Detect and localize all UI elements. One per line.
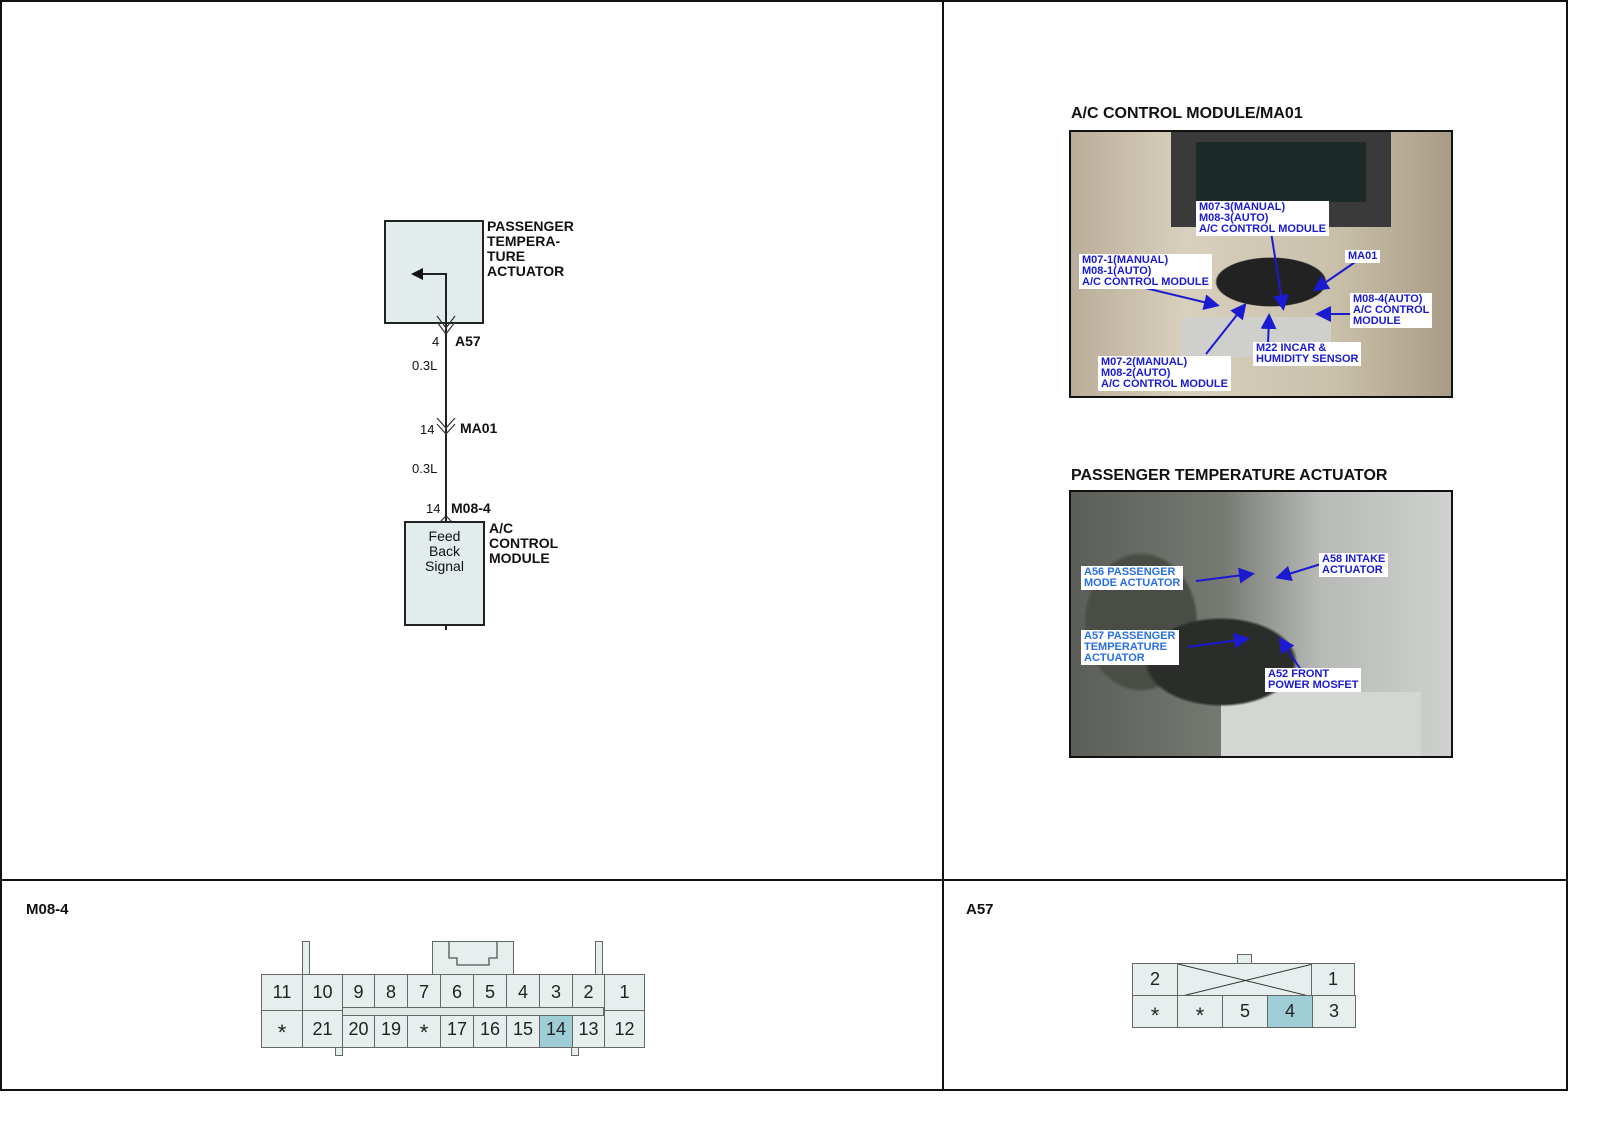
module-inner-line: Signal	[425, 558, 464, 574]
connector-pin: 9	[342, 974, 375, 1011]
connector-pin: 10	[302, 974, 343, 1011]
connector-tab	[571, 1047, 579, 1056]
connector-pin: 11	[261, 974, 303, 1011]
connector-pin: 8	[374, 974, 408, 1011]
photo2-title: PASSENGER TEMPERATURE ACTUATOR	[1071, 467, 1388, 484]
photo-passenger-temperature-actuator: A56 PASSENGER MODE ACTUATOR A58 INTAKE A…	[1069, 490, 1453, 758]
blank-cavity	[1177, 963, 1314, 998]
connector-pin: *	[1132, 995, 1178, 1028]
module-label: A/C CONTROL MODULE	[489, 521, 558, 566]
module-label-line: A/C	[489, 520, 514, 536]
actuator-label-line: PASSENGER	[487, 218, 574, 234]
connector-pin: 1	[604, 974, 645, 1011]
photo2-callout: A56 PASSENGER MODE ACTUATOR	[1081, 566, 1184, 590]
connector-pin: 2	[572, 974, 605, 1011]
connector-pin: 13	[572, 1010, 605, 1048]
actuator-box	[384, 220, 484, 324]
connector-pin: 4	[506, 974, 540, 1011]
photo-ac-control-module: M07-3(MANUAL) M08-3(AUTO) A/C CONTROL MO…	[1069, 130, 1453, 398]
photo1-title: A/C CONTROL MODULE/MA01	[1071, 105, 1303, 122]
module-inner-line: Feed	[428, 528, 461, 544]
pin-number: 14	[426, 501, 441, 516]
photo2-callout: A58 INTAKE ACTUATOR	[1319, 553, 1389, 577]
module-box: Feed Back Signal	[404, 521, 485, 626]
connector-key	[432, 941, 514, 975]
wire-spec: 0.3L	[412, 461, 438, 476]
connector-pin: 15	[506, 1010, 540, 1048]
connector-pin: *	[1177, 995, 1223, 1028]
photo1-callout: M07-3(MANUAL) M08-3(AUTO) A/C CONTROL MO…	[1196, 201, 1329, 236]
connector-label-ma01: MA01	[460, 420, 498, 436]
photo2-callout: A52 FRONT POWER MOSFET	[1265, 668, 1362, 692]
connector-m084-title: M08-4	[26, 901, 69, 918]
connector-pin: 6	[440, 974, 474, 1011]
connector-pin: 12	[604, 1010, 645, 1048]
module-inner-line: Back	[428, 543, 461, 559]
connector-latch	[595, 941, 603, 975]
connector-latch	[302, 941, 310, 975]
photo1-callout: M22 INCAR & HUMIDITY SENSOR	[1253, 342, 1362, 366]
wire-spec: 0.3L	[412, 358, 438, 373]
module-label-line: CONTROL	[489, 535, 559, 551]
actuator-label-line: TURE	[487, 248, 526, 264]
photo1-arrows	[1140, 231, 1362, 355]
module-label-line: MODULE	[489, 550, 550, 566]
connector-pin: 16	[473, 1010, 507, 1048]
connector-pin: 2	[1132, 963, 1178, 996]
connector-pin: 17	[440, 1010, 474, 1048]
connector-pin: 20	[342, 1010, 375, 1048]
photo1-callout: M08-4(AUTO) A/C CONTROL MODULE	[1350, 293, 1433, 328]
connector-pin: 14	[539, 1010, 573, 1048]
connector-a57-title: A57	[966, 901, 994, 918]
connector-pin: 5	[1222, 995, 1268, 1028]
actuator-label: PASSENGER TEMPERA- TURE ACTUATOR	[487, 219, 574, 279]
connector-rib	[342, 1007, 604, 1016]
connector-pin: 5	[473, 974, 507, 1011]
actuator-label-line: TEMPERA-	[487, 233, 561, 249]
connector-pin: 1	[1311, 963, 1355, 996]
photo1-callout: MA01	[1345, 250, 1381, 263]
connector-label-a57: A57	[455, 333, 481, 349]
photo1-callout: M07-2(MANUAL) M08-2(AUTO) A/C CONTROL MO…	[1098, 356, 1231, 391]
divider-vertical	[942, 0, 944, 1091]
connector-pin: 7	[407, 974, 441, 1011]
pin-number: 14	[420, 422, 435, 437]
connector-tab	[335, 1047, 343, 1056]
connector-pin: 21	[302, 1010, 343, 1048]
divider-horizontal	[0, 879, 1568, 881]
actuator-label-line: ACTUATOR	[487, 263, 565, 279]
connector-pin: 3	[539, 974, 573, 1011]
actuator-arrow-icon	[411, 268, 423, 280]
connector-pin: 19	[374, 1010, 408, 1048]
connector-pin: 3	[1312, 995, 1356, 1028]
photo1-callout: M07-1(MANUAL) M08-1(AUTO) A/C CONTROL MO…	[1079, 254, 1212, 289]
photo2-arrows	[1187, 563, 1322, 671]
pin-number: 4	[432, 334, 440, 349]
connector-pin: 4	[1267, 995, 1313, 1028]
page-frame	[0, 0, 1568, 1091]
connector-pin: *	[261, 1010, 303, 1048]
connector-label-m084: M08-4	[451, 500, 491, 516]
photo2-callout: A57 PASSENGER TEMPERATURE ACTUATOR	[1081, 630, 1179, 665]
schematic-lines	[411, 268, 456, 630]
